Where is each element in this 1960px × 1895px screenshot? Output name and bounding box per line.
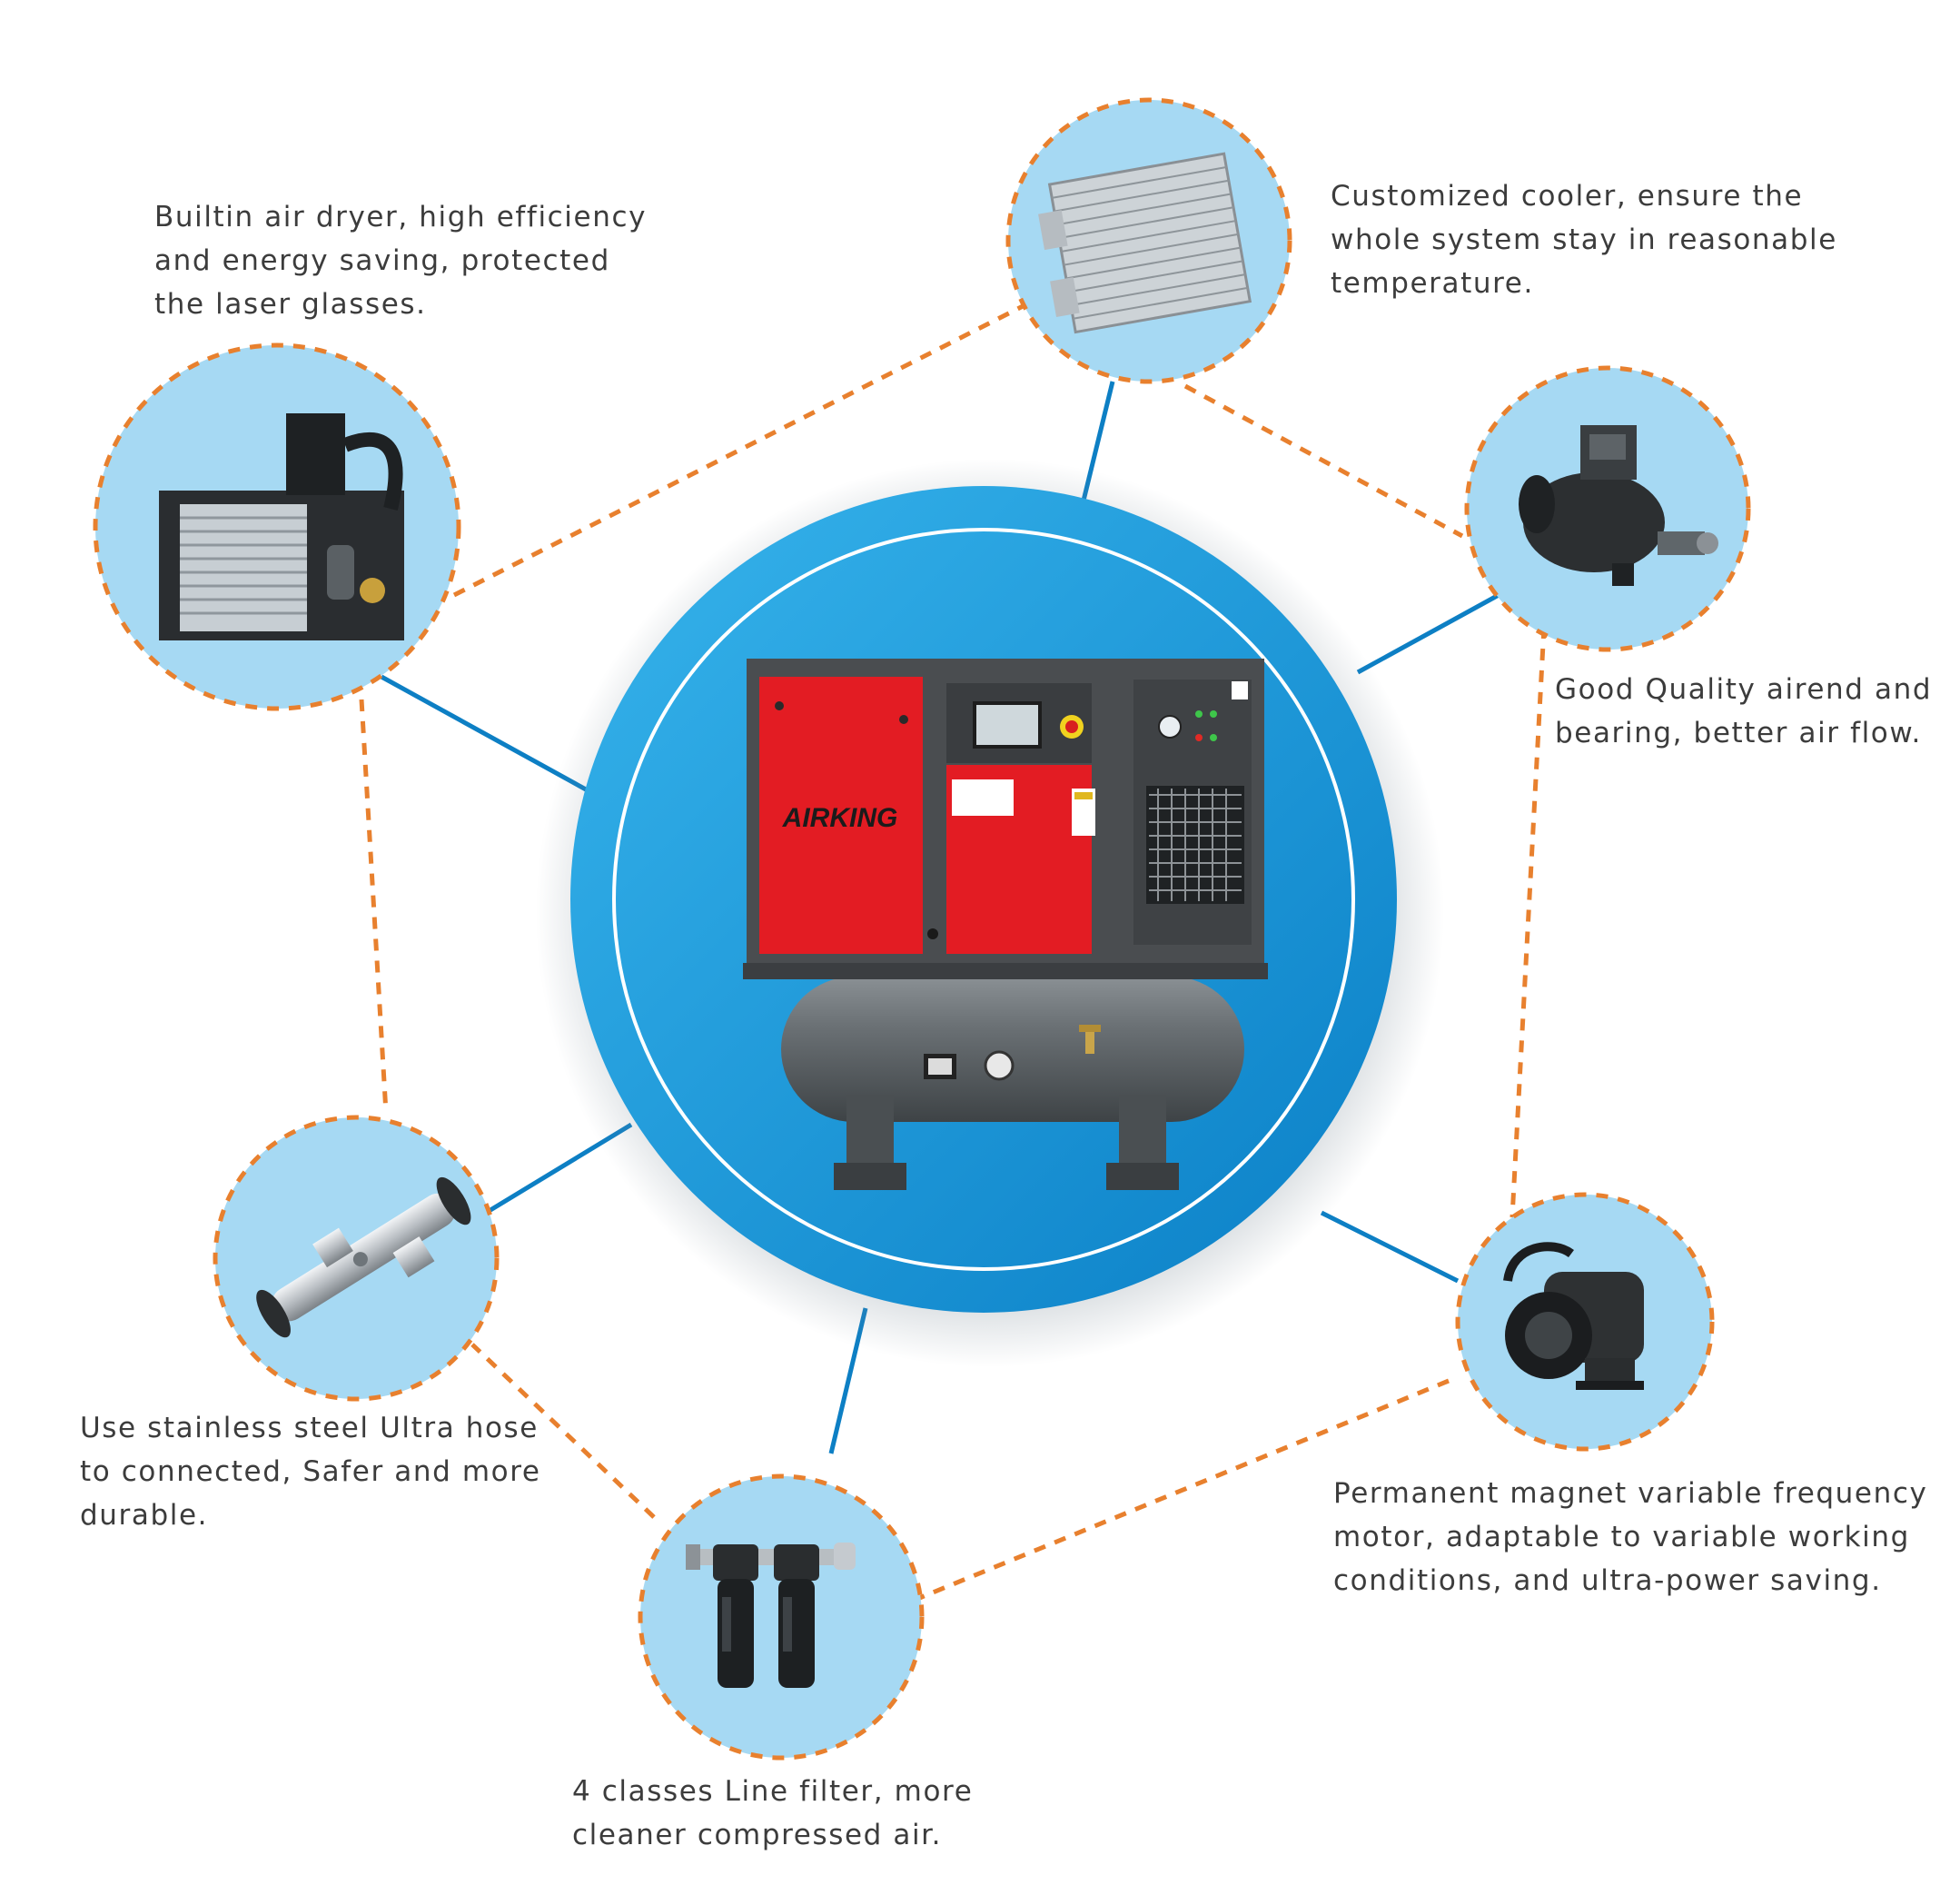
feature-bubble-cooler: [1005, 97, 1292, 384]
caption-line: cleaner compressed air.: [572, 1819, 943, 1851]
caption-line: Builtin air dryer, high efficiency: [154, 201, 648, 233]
caption-hose: Use stainless steel Ultra hose to connec…: [80, 1406, 541, 1537]
feature-bubble-air-dryer: [93, 342, 461, 711]
feature-bubble-motor: [1455, 1192, 1715, 1452]
caption-line: Use stainless steel Ultra hose: [80, 1412, 539, 1444]
caption-line: the laser glasses.: [154, 288, 427, 321]
caption-line: temperature.: [1331, 267, 1534, 300]
caption-line: motor, adaptable to variable working: [1333, 1521, 1910, 1553]
caption-line: 4 classes Line filter, more: [572, 1775, 974, 1808]
feature-bubble-hose: [213, 1115, 500, 1402]
caption-line: and energy saving, protected: [154, 244, 610, 277]
caption-line: conditions, and ultra-power saving.: [1333, 1564, 1882, 1597]
caption-line: Good Quality airend and: [1555, 673, 1933, 706]
line-filter-icon: [686, 1543, 856, 1688]
motor-icon: [1503, 1242, 1644, 1390]
feature-bubble-airend: [1464, 365, 1751, 652]
airend-icon: [1519, 425, 1718, 586]
caption-line: Customized cooler, ensure the: [1331, 180, 1804, 213]
brand-logo: AIRKING: [782, 803, 898, 833]
feature-bubble-filter: [638, 1473, 925, 1761]
caption-filter: 4 classes Line filter, more cleaner comp…: [572, 1770, 973, 1857]
caption-line: bearing, better air flow.: [1555, 717, 1922, 749]
dashed-connector-ring: [359, 297, 1547, 1602]
caption-line: whole system stay in reasonable: [1331, 223, 1837, 256]
caption-airend: Good Quality airend and bearing, better …: [1555, 668, 1932, 755]
caption-cooler: Customized cooler, ensure the whole syst…: [1331, 174, 1837, 305]
caption-line: durable.: [80, 1499, 209, 1532]
caption-air-dryer: Builtin air dryer, high efficiency and e…: [154, 195, 647, 326]
caption-line: to connected, Safer and more: [80, 1455, 541, 1488]
air-dryer-icon: [159, 413, 404, 640]
cooler-icon: [1038, 152, 1252, 334]
air-compressor-icon: [743, 659, 1268, 1190]
caption-line: Permanent magnet variable frequency: [1333, 1477, 1928, 1510]
caption-motor: Permanent magnet variable frequency moto…: [1333, 1472, 1927, 1602]
stainless-hose-icon: [256, 1176, 471, 1338]
